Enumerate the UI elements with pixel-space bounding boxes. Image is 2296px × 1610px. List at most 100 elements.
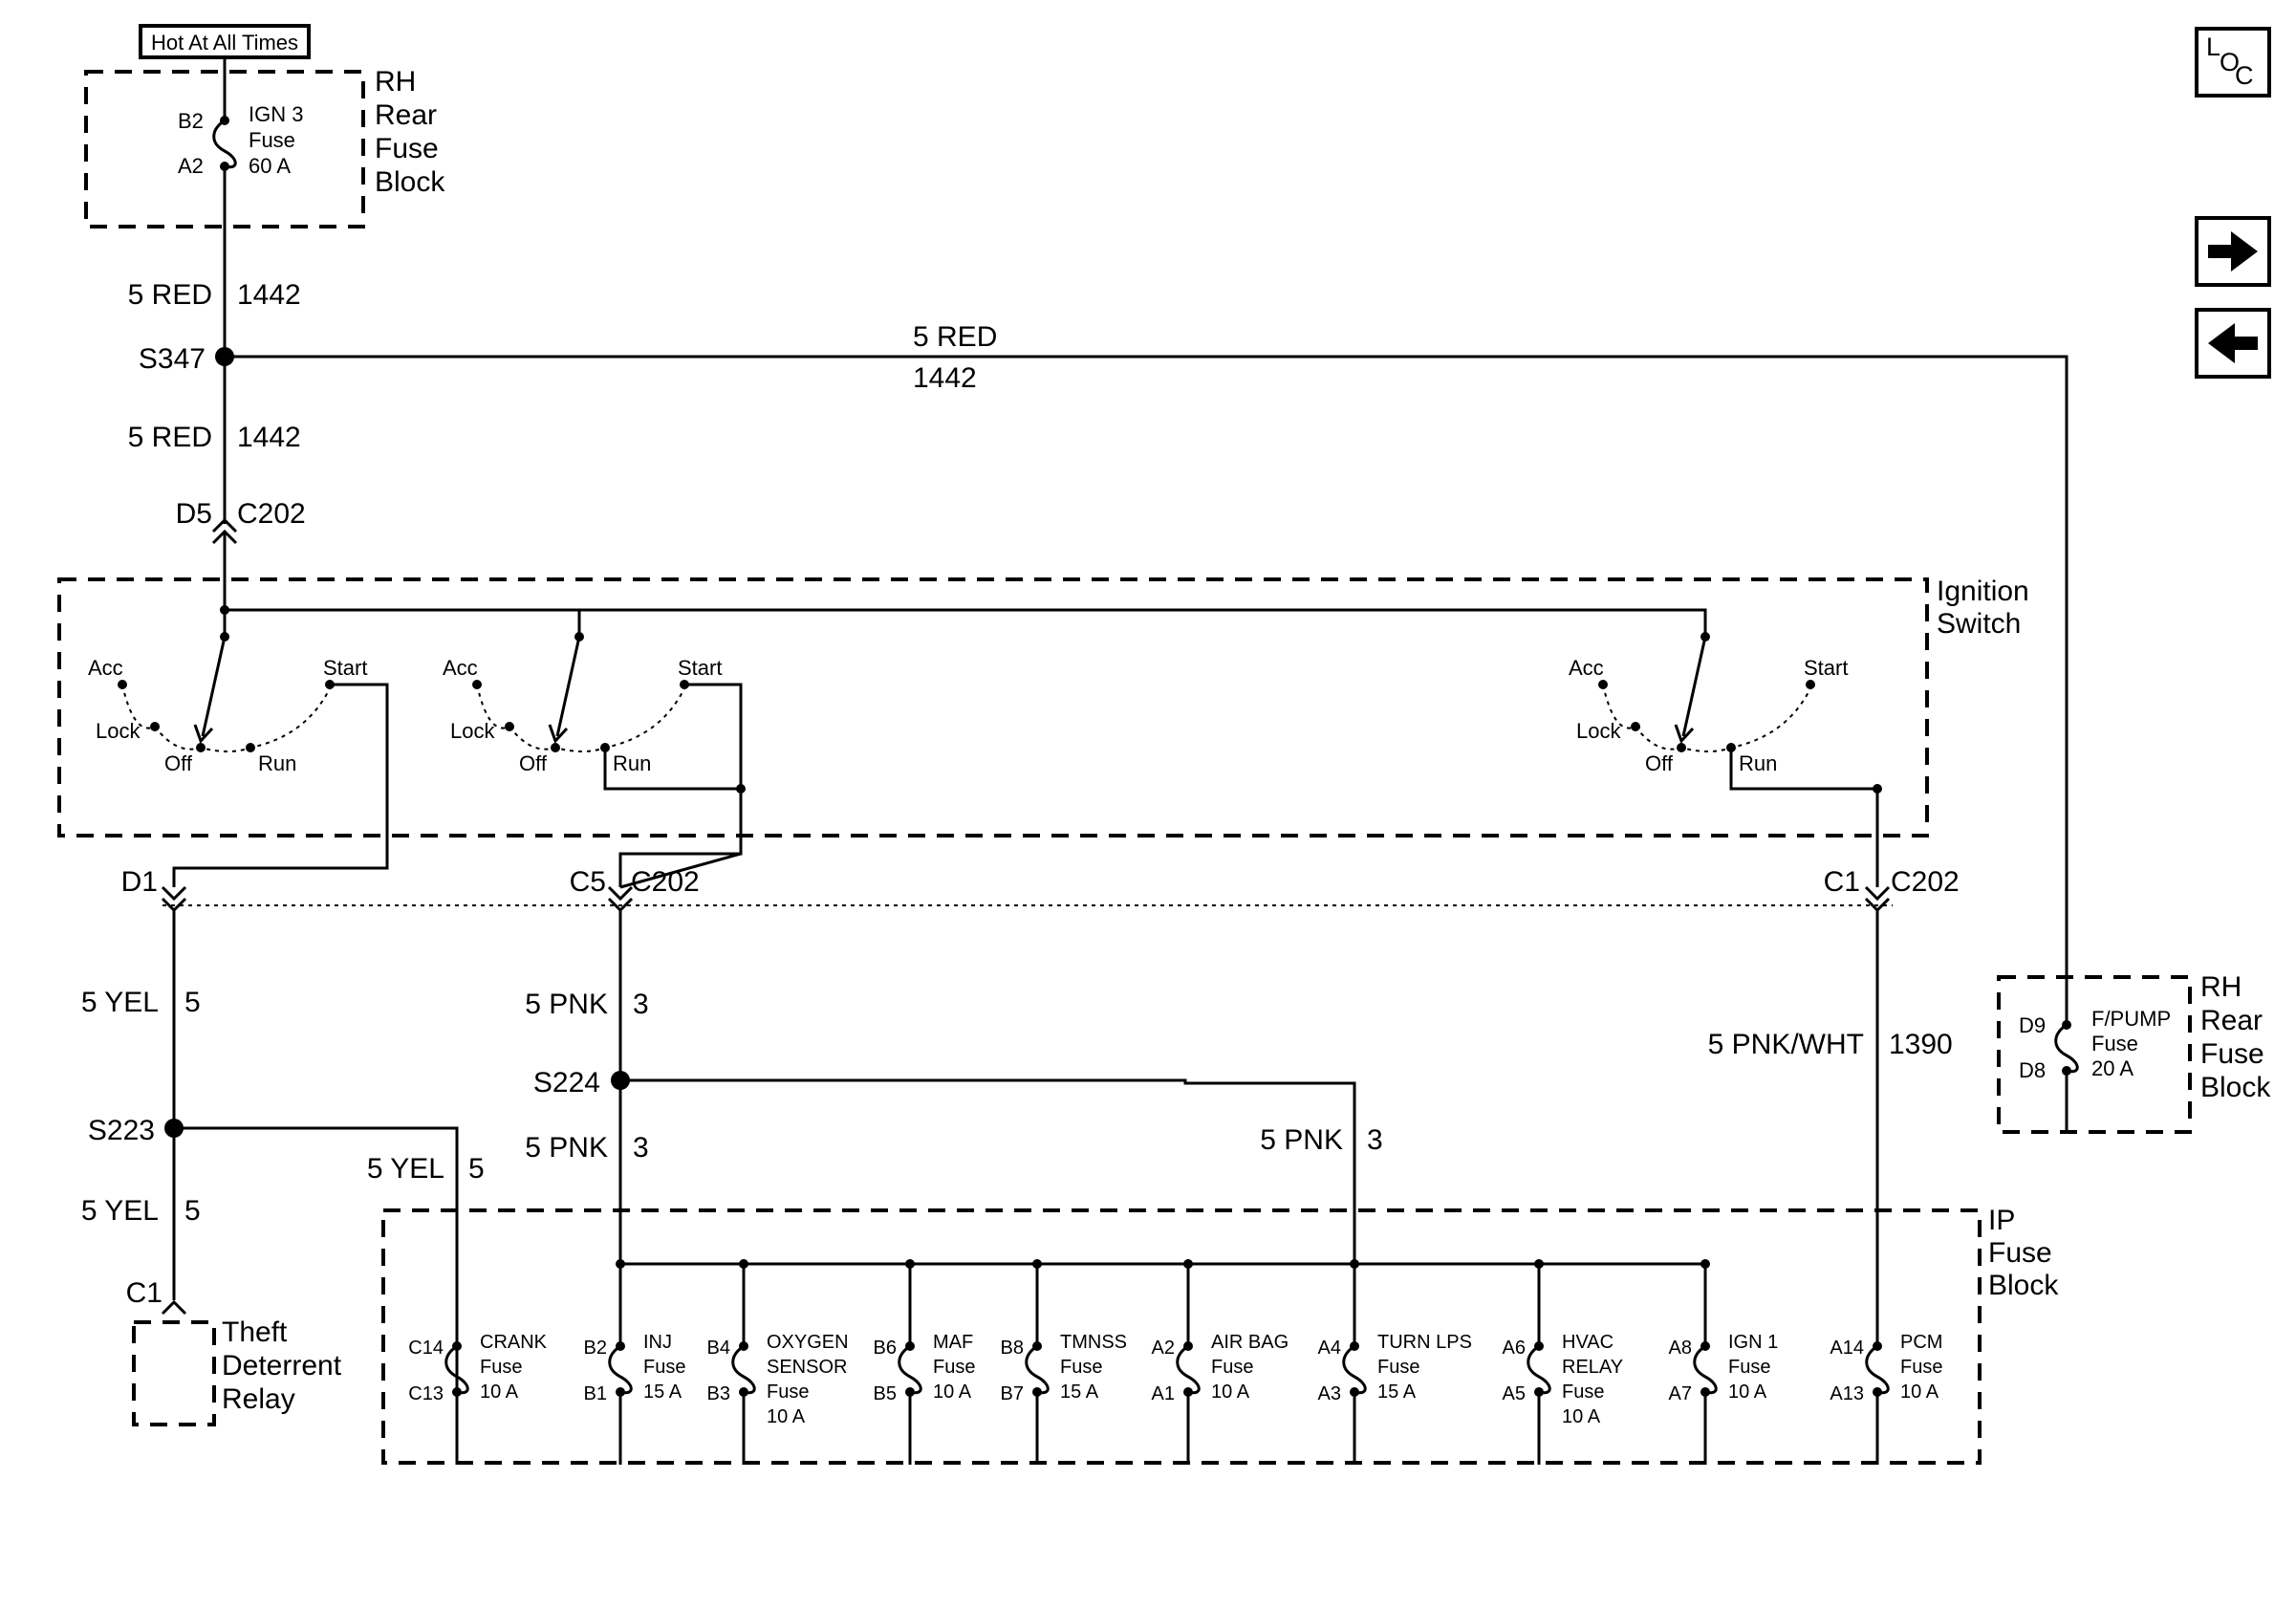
position-lock: Lock (450, 719, 495, 743)
fuse-label-line: INJ (643, 1332, 672, 1353)
fuse-label-line: CRANK (480, 1332, 548, 1353)
loc-letter-o: O (2220, 48, 2240, 76)
fuse-icon (2054, 1023, 2079, 1074)
circuit-1390: 5 PNK/WHT 1390 (1708, 910, 1953, 1346)
fuse-label-line: TURN LPS (1377, 1332, 1472, 1353)
fuse-pin-top: A2 (1152, 1338, 1175, 1359)
fuse-icon (1527, 1344, 1551, 1395)
fuse-icon (1865, 1344, 1890, 1395)
fuse-label-line: PCM (1900, 1332, 1942, 1353)
fuse-label-line: MAF (933, 1332, 973, 1353)
wire-color: 5 YEL (81, 987, 159, 1018)
position-run: Run (258, 751, 296, 775)
position-start: Start (678, 656, 722, 680)
fuse-block-name-2: Rear (375, 99, 437, 131)
splice-label: S224 (533, 1067, 600, 1099)
circuit-5-yel: 5 YEL 5 S223 5 YEL 5 5 YEL 5 C1 (81, 910, 485, 1463)
ip-fuse-block-name-3: Block (1988, 1270, 2059, 1301)
fuse-block-name-4: Block (2200, 1072, 2271, 1103)
fuse-label-line: Fuse (480, 1357, 522, 1378)
connector-d1-pin: D1 (121, 866, 158, 898)
fuse-icon (608, 1344, 633, 1395)
arrow-right-icon (2208, 231, 2258, 272)
position-acc: Acc (88, 656, 123, 680)
fuse-pin-bottom: B1 (584, 1383, 607, 1404)
fuse-pin-bottom: C13 (408, 1383, 444, 1404)
connector-c202-lower: D1 C5 C202 C1 C202 (121, 866, 1960, 913)
fuse-label-line: TMNSS (1060, 1332, 1127, 1353)
branch-wire-color: 5 RED (913, 321, 997, 353)
fuse-label-line: AIR BAG (1211, 1332, 1289, 1353)
next-page-button[interactable] (2195, 216, 2271, 287)
fuse-label-line: Fuse (1728, 1357, 1770, 1378)
position-run: Run (613, 751, 651, 775)
fuse-label-line: IGN 1 (1728, 1332, 1778, 1353)
fuse-label-1: IGN 3 (249, 102, 303, 126)
fuse-pin-top: A6 (1503, 1338, 1526, 1359)
fuse-block-name-3: Fuse (375, 133, 439, 164)
fuse-pin-bottom: D8 (2019, 1058, 2046, 1082)
connector-name: C202 (237, 498, 306, 530)
switch-section-3: Acc Lock Off Run Start (1569, 632, 1882, 887)
loc-letter-c: C (2235, 61, 2254, 90)
position-off: Off (519, 751, 548, 775)
fuse-pin-bottom: A7 (1669, 1383, 1692, 1404)
connector-c202-d5: D5 C202 (176, 498, 306, 608)
fuse-label-line: 10 A (767, 1406, 806, 1427)
theft-deterrent-relay: Theft Deterrent Relay (132, 1316, 342, 1426)
ignition-switch-name-1: Ignition (1937, 576, 2029, 607)
branch-wire-circuit: 3 (1367, 1124, 1383, 1156)
branch-wire-circuit: 1442 (913, 362, 977, 394)
position-acc: Acc (1569, 656, 1604, 680)
fuse-pin-top: A8 (1669, 1338, 1692, 1359)
fuse-label-line: Fuse (933, 1357, 975, 1378)
fuse-icon (1025, 1344, 1050, 1395)
fuse-pin-bottom: B3 (707, 1383, 730, 1404)
branch-wire-circuit: 5 (468, 1153, 485, 1185)
ip-fuse-block-name-2: Fuse (1988, 1237, 2052, 1269)
fuse-label-line: RELAY (1562, 1357, 1623, 1378)
fuse-block-name-4: Block (375, 166, 445, 198)
fuse-label-line: 10 A (933, 1382, 972, 1403)
fuse-label-line: 10 A (1211, 1382, 1250, 1403)
fuse-block-name-3: Fuse (2200, 1038, 2264, 1070)
wire-color: 5 RED (128, 279, 212, 311)
fuse-label-line: 15 A (643, 1382, 682, 1403)
lower-wire-color: 5 PNK (525, 1132, 608, 1164)
fuse-pin-top: B2 (584, 1338, 607, 1359)
relay-name-1: Theft (222, 1316, 288, 1348)
fuse-icon (731, 1344, 756, 1395)
rh-rear-fuse-block-top: RH Rear Fuse Block B2 A2 IGN 3 Fuse 60 A (84, 57, 445, 350)
fuse-label-3: 20 A (2091, 1056, 2134, 1080)
fuse-pin-top: A4 (1318, 1338, 1341, 1359)
wire-color: 5 PNK (525, 989, 608, 1020)
arrow-left-icon (2208, 323, 2258, 363)
switch-section-1: Acc Lock Off Run Start (88, 632, 389, 887)
fuse-label-line: 10 A (480, 1382, 519, 1403)
position-off: Off (164, 751, 193, 775)
switch-section-2: Acc Lock Off Run Start (443, 632, 746, 889)
loc-button[interactable]: L O C (2195, 27, 2271, 98)
previous-page-button[interactable] (2195, 308, 2271, 379)
wire-color: 5 PNK/WHT (1708, 1029, 1864, 1060)
fuse-label-2: Fuse (249, 128, 295, 152)
lower-wire-circuit: 1442 (237, 422, 301, 453)
fuse-icon (1693, 1344, 1718, 1395)
fuse-pin-top: B6 (874, 1338, 897, 1359)
fuse-block-name-1: RH (375, 66, 416, 98)
hot-label-text: Hot At All Times (151, 31, 298, 54)
fuse-label-line: 10 A (1728, 1382, 1767, 1403)
hot-at-all-times-label: Hot At All Times (139, 24, 311, 59)
fuse-pin-bottom: B7 (1001, 1383, 1024, 1404)
wire-circuit: 3 (633, 989, 649, 1020)
fuse-pin-top: B8 (1001, 1338, 1024, 1359)
